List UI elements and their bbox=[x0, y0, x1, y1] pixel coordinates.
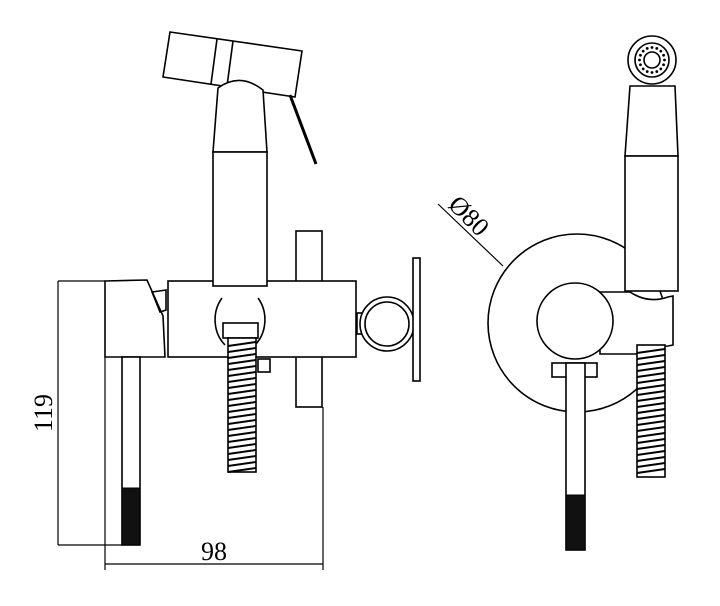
dimension-height: 119 bbox=[29, 280, 122, 546]
hose-coil bbox=[227, 437, 257, 443]
hose-coil bbox=[636, 384, 666, 390]
hose-coil bbox=[227, 389, 257, 395]
hose-coil bbox=[227, 395, 257, 401]
hose-coil bbox=[227, 461, 257, 467]
hose-coil bbox=[227, 425, 257, 431]
nozzle-hole bbox=[638, 58, 641, 62]
hose-coil bbox=[636, 426, 666, 432]
hose-coil bbox=[227, 365, 257, 371]
hose-coil bbox=[227, 413, 257, 419]
nozzle-hole bbox=[659, 67, 663, 71]
hose-coil bbox=[636, 420, 666, 426]
nozzle-hole bbox=[663, 58, 666, 62]
holder-clip-seat bbox=[222, 322, 259, 339]
handle-block bbox=[104, 279, 166, 358]
valve-knob bbox=[536, 282, 614, 360]
nozzle-hole bbox=[662, 53, 665, 57]
hose-coil bbox=[227, 371, 257, 377]
hose-coil bbox=[227, 401, 257, 407]
nozzle-hole bbox=[641, 49, 645, 53]
spray-handle bbox=[212, 151, 268, 287]
hose-coil bbox=[227, 347, 257, 353]
hose-coil bbox=[227, 419, 257, 425]
side-view bbox=[104, 31, 421, 546]
hose-coil bbox=[636, 366, 666, 372]
height-label: 119 bbox=[29, 394, 58, 432]
hose-coil bbox=[227, 431, 257, 437]
nozzle-hole bbox=[655, 47, 659, 50]
nozzle-hole bbox=[655, 70, 659, 73]
hose-coil bbox=[227, 359, 257, 365]
hose-coil bbox=[636, 468, 666, 474]
hose-coil bbox=[227, 467, 257, 473]
hose-coil bbox=[227, 353, 257, 359]
hose-coil bbox=[636, 408, 666, 414]
hose bbox=[227, 337, 257, 473]
hose-coil bbox=[227, 341, 257, 347]
spray-handle-front bbox=[624, 155, 679, 292]
rear-ring-inner bbox=[364, 301, 410, 347]
nozzle-hole bbox=[645, 70, 649, 73]
hose-coil bbox=[227, 443, 257, 449]
hose-coil bbox=[227, 407, 257, 413]
lever-grip-front bbox=[565, 494, 586, 551]
front-view bbox=[487, 35, 679, 551]
spray-neck-front bbox=[624, 85, 679, 157]
hose-coil bbox=[227, 449, 257, 455]
hose-coil bbox=[636, 456, 666, 462]
hose-nut bbox=[257, 358, 271, 373]
dimension-width: 98 bbox=[104, 357, 324, 570]
hose-coil bbox=[636, 450, 666, 456]
valve-body bbox=[167, 280, 357, 358]
hose-coil bbox=[636, 348, 666, 354]
lever-grip bbox=[121, 487, 141, 546]
nozzle-hole bbox=[650, 71, 654, 74]
rear-ring-outer bbox=[359, 296, 415, 352]
hose-coil bbox=[636, 354, 666, 360]
nozzle-hole bbox=[659, 49, 663, 53]
width-label: 98 bbox=[201, 537, 227, 566]
hose-coil bbox=[636, 438, 666, 444]
hose-coil bbox=[636, 414, 666, 420]
hose-coil bbox=[636, 402, 666, 408]
hose-coil bbox=[636, 390, 666, 396]
hose-coil bbox=[227, 377, 257, 383]
nozzle-holes bbox=[638, 46, 666, 74]
hose-coil bbox=[636, 360, 666, 366]
diameter-label: Ø80 bbox=[443, 190, 495, 242]
hose-coil bbox=[636, 372, 666, 378]
rear-plate bbox=[412, 257, 421, 382]
spray-head-band bbox=[210, 38, 218, 85]
hose-coil bbox=[636, 378, 666, 384]
trigger-lever bbox=[288, 94, 318, 165]
hose-coil bbox=[227, 455, 257, 461]
dimension-diameter: Ø80 bbox=[437, 190, 504, 267]
hose-coil bbox=[636, 444, 666, 450]
hose-coil bbox=[636, 396, 666, 402]
spray-neck bbox=[212, 79, 268, 153]
holder-clip-right bbox=[254, 297, 266, 346]
nozzle-hole bbox=[662, 63, 665, 67]
hose-front bbox=[636, 344, 666, 478]
nozzle-hole bbox=[639, 53, 642, 57]
hose-coil bbox=[636, 432, 666, 438]
spray-head bbox=[162, 31, 303, 98]
hose-coil bbox=[636, 462, 666, 468]
holder-clip-left bbox=[214, 297, 226, 346]
nozzle-hole bbox=[641, 67, 645, 71]
hose-coil bbox=[227, 383, 257, 389]
nozzle-hole bbox=[645, 47, 649, 50]
nozzle-hole bbox=[650, 46, 654, 49]
handle-step bbox=[150, 289, 167, 313]
nozzle-hole bbox=[639, 63, 642, 67]
